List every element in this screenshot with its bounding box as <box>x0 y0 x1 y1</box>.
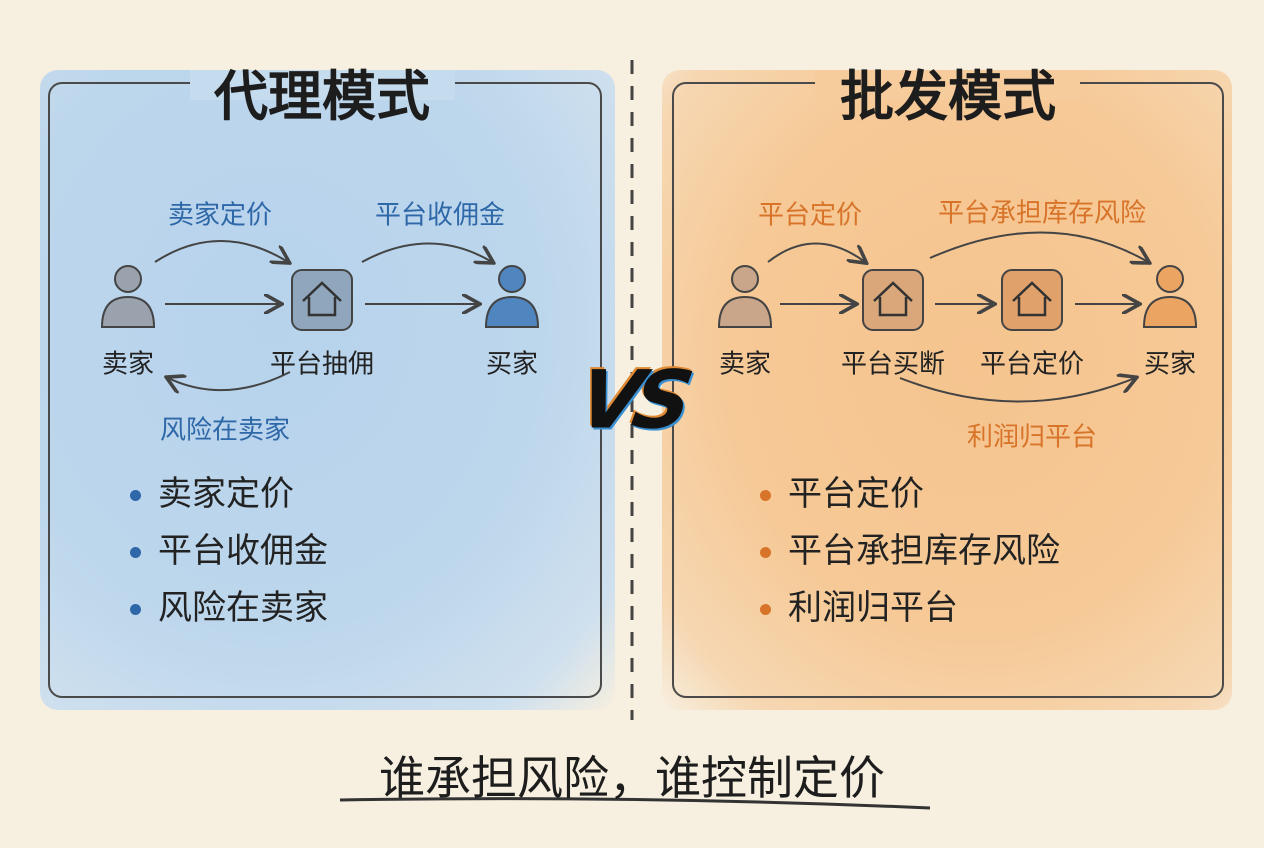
agency-model-panel <box>40 70 615 710</box>
arrow <box>767 242 865 263</box>
buyer-person-icon <box>1142 265 1198 328</box>
platform-house-icon <box>291 269 353 331</box>
node-label: 平台买断 <box>840 349 946 380</box>
bullet-item: 平台承担库存风险 <box>760 523 1060 580</box>
node-label: 平台定价 <box>979 349 1085 380</box>
platform-pricing-house-icon <box>1001 269 1063 331</box>
flow-label: 平台承担库存风险 <box>937 198 1147 229</box>
arrow <box>929 231 1148 262</box>
bullet-item: 风险在卖家 <box>130 580 328 637</box>
agency-bullets: 卖家定价 平台收佣金 风险在卖家 <box>130 466 328 637</box>
platform-buyout-house-icon <box>862 269 924 331</box>
node-label: 卖家 <box>718 349 772 380</box>
bullet-item: 利润归平台 <box>760 580 1060 637</box>
node-label: 卖家 <box>101 349 155 380</box>
wholesale-bullets: 平台定价 平台承担库存风险 利润归平台 <box>760 466 1060 637</box>
arrow <box>361 242 492 263</box>
node-label: 买家 <box>1143 349 1197 380</box>
arrow <box>899 378 1135 403</box>
flow-label: 平台收佣金 <box>374 200 506 231</box>
node-label: 买家 <box>485 349 539 380</box>
flow-label: 平台定价 <box>757 200 863 231</box>
flow-label: 卖家定价 <box>167 200 273 231</box>
wholesale-title: 批发模式 <box>840 65 1056 128</box>
agency-title: 代理模式 <box>214 65 430 128</box>
bullet-item: 平台收佣金 <box>130 523 328 580</box>
bullet-item: 卖家定价 <box>130 466 328 523</box>
arrow <box>154 240 288 262</box>
footer-underline <box>339 797 931 810</box>
title-gap <box>190 70 455 100</box>
vs-badge: VS <box>572 353 692 447</box>
arrow <box>168 371 291 390</box>
buyer-person-icon <box>484 265 540 328</box>
title-gap <box>815 70 1080 100</box>
node-label: 平台抽佣 <box>269 349 375 380</box>
footer-caption: 谁承担风险，谁控制定价 <box>379 751 885 805</box>
seller-person-icon <box>717 265 773 328</box>
flow-label: 风险在卖家 <box>159 415 291 446</box>
seller-person-icon <box>100 265 156 328</box>
bullet-item: 平台定价 <box>760 466 1060 523</box>
flow-label: 利润归平台 <box>966 422 1098 453</box>
